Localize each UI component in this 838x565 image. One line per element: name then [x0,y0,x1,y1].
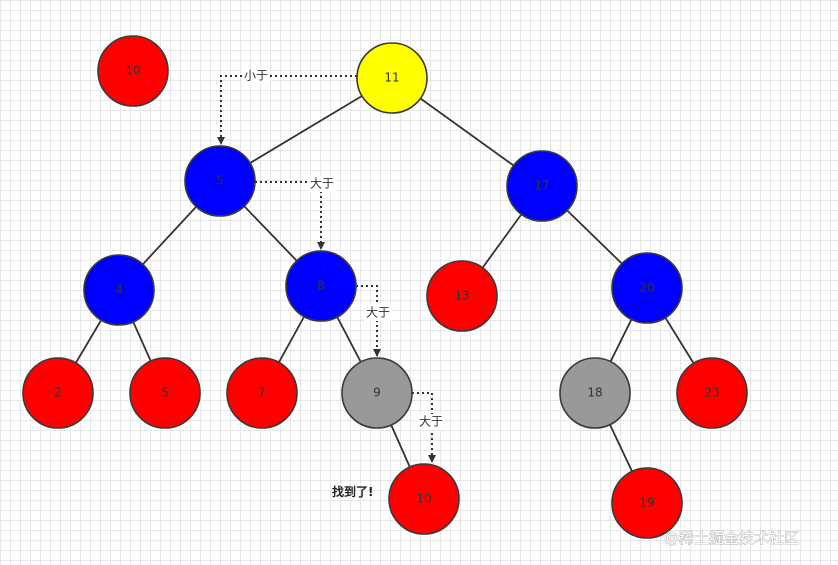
target-node-label: 10 [125,64,140,78]
node-label: 2 [54,386,62,400]
node-circle [559,357,631,429]
search-step-3-label: 大于 [366,306,390,320]
search-step-4-label: 大于 [419,415,443,429]
search-step-label-bg [417,414,445,430]
node-circle [388,463,460,535]
node-circle [129,357,201,429]
node-circle [22,357,94,429]
tree-node-n19: 19 [611,467,683,539]
node-label: 13 [454,289,469,303]
found-label: 找到了! [332,484,373,499]
node-label: 5 [161,386,169,400]
search-step-3-arrow [356,285,381,357]
node-circle [285,250,357,322]
tree-node-n23: 23 [676,357,748,429]
node-circle [341,357,413,429]
search-step-label-bg [364,305,392,321]
node-circle [506,150,578,222]
node-label: 7 [258,386,266,400]
watermark: @稀土掘金技术社区 [664,529,799,547]
node-circle [676,357,748,429]
tree-node-n18: 18 [559,357,631,429]
tree-node-n5b: 5 [129,357,201,429]
tree-node-n7: 7 [226,357,298,429]
tree-node-root: 11 [356,42,428,114]
node-circle [184,145,256,217]
search-step-1-arrow [217,75,357,145]
node-label: 4 [115,283,123,297]
node-label: 17 [534,179,549,193]
tree-node-n9: 9 [341,357,413,429]
search-step-label-bg [308,176,336,192]
tree-node-n20: 20 [611,252,683,324]
node-label: 18 [587,386,602,400]
node-label: 5 [216,174,224,188]
search-step-1-label: 小于 [244,69,268,83]
node-label: 11 [384,71,399,85]
node-label: 9 [373,386,381,400]
node-label: 23 [704,386,719,400]
search-step-label-bg [242,68,270,84]
search-step-2-arrow [255,181,325,250]
node-label: 8 [317,279,325,293]
tree-node-n17: 17 [506,150,578,222]
tree-node-n4: 4 [83,254,155,326]
target-node: 10 [97,35,169,107]
node-circle [356,42,428,114]
node-circle [611,252,683,324]
node-label: 20 [639,281,654,295]
node-circle [611,467,683,539]
tree-node-n8: 8 [285,250,357,322]
tree-node-n13: 13 [426,260,498,332]
node-circle [226,357,298,429]
node-circle [426,260,498,332]
tree-node-n2: 2 [22,357,94,429]
search-step-2-label: 大于 [310,177,334,191]
node-circle [83,254,155,326]
tree-node-n5: 5 [184,145,256,217]
tree-node-n10: 10 [388,463,460,535]
search-step-4-arrow [412,392,436,463]
tree-nodes: 11 5 17 4 8 13 20 2 5 7 9 18 23 10 19 [22,42,748,539]
node-label: 19 [639,496,654,510]
node-label: 10 [416,492,431,506]
